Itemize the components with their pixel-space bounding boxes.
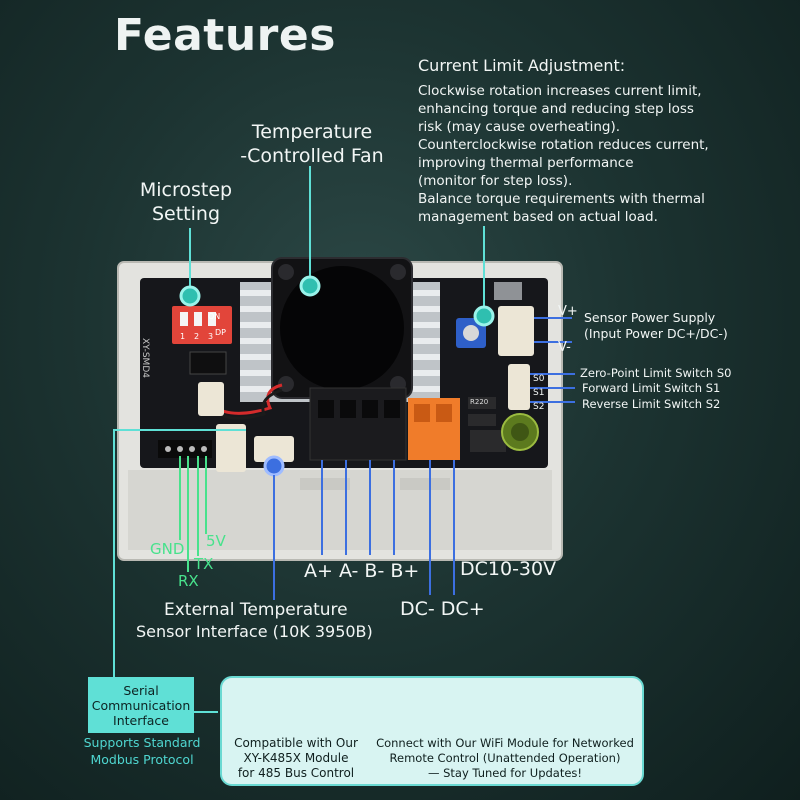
limit-switch-s1-label: Forward Limit Switch S1 bbox=[582, 381, 721, 395]
current-limit-line: (monitor for step loss). bbox=[418, 173, 573, 189]
limit-switch-s0-label: Zero-Point Limit Switch S0 bbox=[580, 366, 732, 380]
sensor-power-label: Sensor Power Supply bbox=[584, 310, 716, 325]
dip-dp-label: DP bbox=[215, 328, 226, 337]
current-limit-line: Counterclockwise rotation reduces curren… bbox=[418, 137, 709, 153]
wifi-caption-line: Connect with Our WiFi Module for Network… bbox=[376, 736, 634, 750]
serial-pin-leaders bbox=[179, 456, 207, 572]
s0-pin: S0 bbox=[533, 374, 545, 384]
microstep-label: Microstep Setting bbox=[116, 178, 256, 226]
current-limit-line: Clockwise rotation increases current lim… bbox=[418, 83, 702, 99]
power-terminal-label: DC- DC+ bbox=[400, 598, 485, 620]
wifi-caption-line: — Stay Tuned for Updates! bbox=[427, 766, 583, 780]
sensor-power-connector bbox=[498, 306, 534, 356]
v-minus-label: V- bbox=[558, 340, 571, 355]
serial-box-line3: Interface bbox=[113, 712, 169, 728]
modbus-note-line2: Modbus Protocol bbox=[90, 752, 194, 767]
module-compatibility-box bbox=[220, 676, 644, 786]
serial-box-line2: Communication bbox=[91, 697, 191, 713]
ext-temp-sub: Sensor Interface (10K 3950B) bbox=[136, 622, 373, 641]
motor-terminal-label: A+ A- B- B+ bbox=[304, 560, 420, 582]
k485-caption-line: Compatible with Our bbox=[234, 736, 358, 750]
rx-pin-label: RX bbox=[178, 572, 199, 590]
current-limit-line: improving thermal performance bbox=[418, 155, 634, 171]
page-title: Features bbox=[114, 10, 336, 61]
tx-pin-label: TX bbox=[194, 555, 214, 573]
serial-box-line1: Serial bbox=[123, 682, 159, 698]
current-limit-description: Clockwise rotation increases current lim… bbox=[418, 82, 798, 226]
current-limit-line: Balance torque requirements with thermal bbox=[418, 191, 705, 207]
fan-label: Temperature -Controlled Fan bbox=[222, 120, 402, 168]
dip-on-label: ON bbox=[208, 312, 221, 321]
fan-label-line1: Temperature bbox=[251, 121, 373, 143]
current-limit-line: risk (may cause overheating). bbox=[418, 119, 621, 135]
k485-caption-line: XY-K485X Module bbox=[243, 751, 349, 765]
serial-connector bbox=[216, 424, 246, 472]
microstep-label-line1: Microstep bbox=[139, 179, 233, 201]
dip-2-label: 2 bbox=[194, 332, 200, 341]
v-plus-label: V+ bbox=[558, 304, 578, 319]
power-range-label: DC10-30V bbox=[460, 558, 557, 580]
s1-pin: S1 bbox=[533, 388, 545, 398]
k485-caption-line: for 485 Bus Control bbox=[237, 766, 355, 780]
limit-switch-s2-label: Reverse Limit Switch S2 bbox=[582, 397, 721, 411]
temp-sensor-connector bbox=[254, 436, 294, 462]
cooling-fan bbox=[271, 257, 413, 399]
modbus-note: Supports Standard Modbus Protocol bbox=[78, 734, 206, 768]
wifi-module-caption: Connect with Our WiFi Module for Network… bbox=[368, 736, 642, 781]
limit-switch-connector bbox=[508, 364, 530, 410]
blue-leader-lines bbox=[273, 317, 575, 600]
ext-temp-label: External Temperature bbox=[164, 600, 348, 620]
resistor-label: R220 bbox=[470, 398, 489, 406]
current-limit-line: enhancing torque and reducing step loss bbox=[418, 101, 694, 117]
power-terminal-block bbox=[408, 398, 460, 460]
motor-terminal-block bbox=[309, 387, 407, 461]
dip-1-label: 1 bbox=[180, 332, 186, 341]
modbus-note-line1: Supports Standard bbox=[83, 735, 201, 750]
gnd-pin-label: GND bbox=[150, 540, 185, 558]
k485-module-caption: Compatible with Our XY-K485X Module for … bbox=[226, 736, 366, 781]
serial-interface-box: Serial Communication Interface bbox=[88, 677, 194, 733]
fan-label-line2: -Controlled Fan bbox=[240, 145, 384, 167]
microstep-label-line2: Setting bbox=[151, 203, 221, 225]
s2-pin: S2 bbox=[533, 402, 545, 412]
board-silkscreen: XY-SMD4 bbox=[140, 338, 150, 378]
5v-pin-label: 5V bbox=[206, 532, 226, 550]
current-limit-line: management based on actual load. bbox=[418, 209, 658, 225]
sensor-power-sub: (Input Power DC+/DC-) bbox=[584, 326, 728, 341]
current-limit-heading: Current Limit Adjustment: bbox=[418, 56, 626, 75]
dip-3-label: 3 bbox=[208, 332, 214, 341]
wifi-caption-line: Remote Control (Unattended Operation) bbox=[389, 751, 621, 765]
